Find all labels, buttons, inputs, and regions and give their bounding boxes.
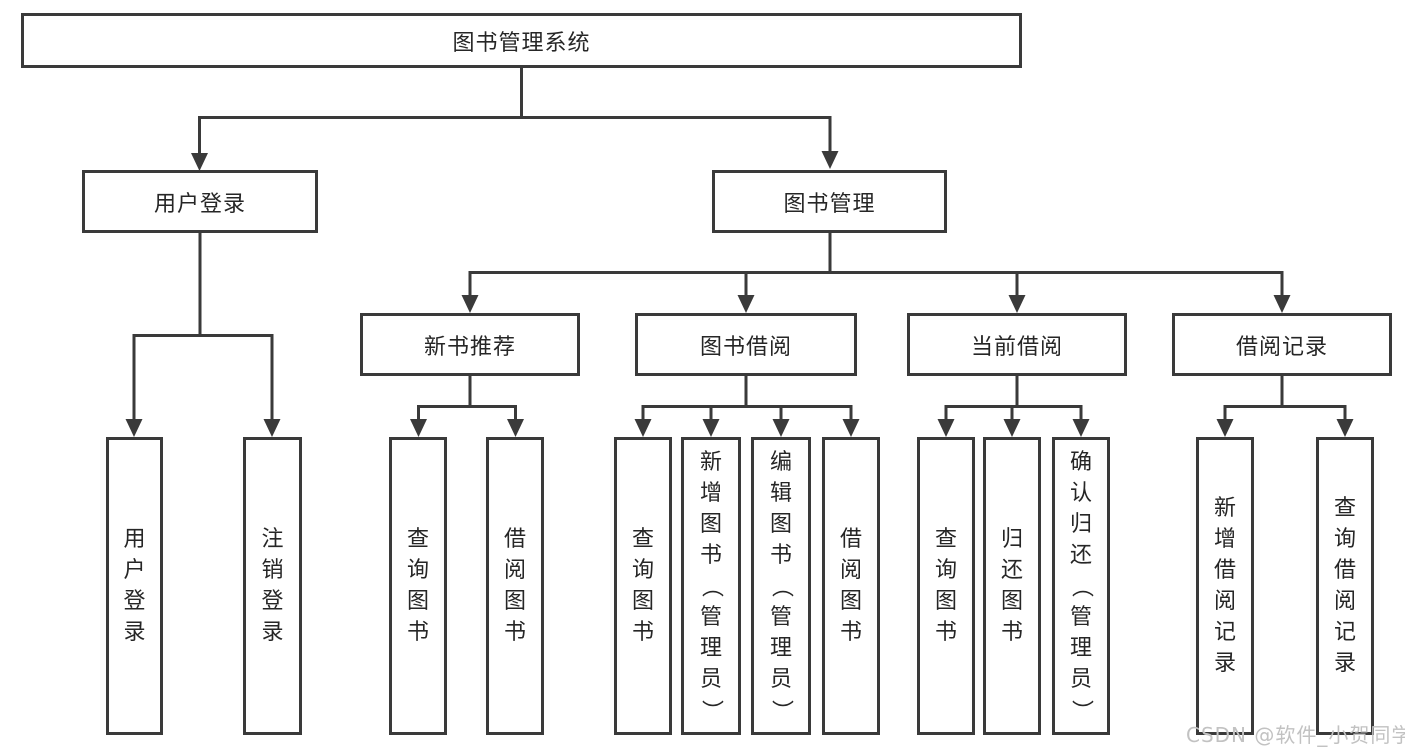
node-new-book-recommend-label: 新书推荐 <box>423 334 516 360</box>
leaf-user-login-label: 用户登录 <box>123 527 146 645</box>
leaf-query-book-1: 查询图书 <box>389 437 447 735</box>
node-user-login-label: 用户登录 <box>153 191 246 217</box>
node-borrow-record: 借阅记录 <box>1172 313 1392 376</box>
node-root-label: 图书管理系统 <box>452 30 591 56</box>
leaf-query-book-2-label: 查询图书 <box>631 527 654 645</box>
leaf-borrow-book-2: 借阅图书 <box>822 437 880 735</box>
leaf-add-borrow-record: 新增借阅记录 <box>1196 437 1254 735</box>
node-current-borrow: 当前借阅 <box>907 313 1127 376</box>
leaf-query-borrow-record: 查询借阅记录 <box>1316 437 1374 735</box>
arrowheads <box>125 151 1354 437</box>
leaf-return-book-label: 归还图书 <box>1000 527 1023 645</box>
leaf-borrow-book-1-label: 借阅图书 <box>503 527 526 645</box>
leaf-add-book-admin: 新增图书（管理员） <box>681 437 741 735</box>
leaf-user-login: 用户登录 <box>106 437 163 735</box>
leaf-confirm-return-admin-label: 确认归还（管理员） <box>1068 449 1094 722</box>
leaf-borrow-book-1: 借阅图书 <box>486 437 544 735</box>
leaf-query-book-3: 查询图书 <box>917 437 975 735</box>
node-new-book-recommend: 新书推荐 <box>360 313 580 376</box>
leaf-query-book-3-label: 查询图书 <box>934 527 957 645</box>
leaf-query-book-1-label: 查询图书 <box>406 527 429 645</box>
leaf-query-book-2: 查询图书 <box>614 437 672 735</box>
leaf-add-book-admin-label: 新增图书（管理员） <box>698 449 724 722</box>
node-current-borrow-label: 当前借阅 <box>970 334 1063 360</box>
node-book-borrow-label: 图书借阅 <box>699 334 792 360</box>
leaf-logout: 注销登录 <box>243 437 302 735</box>
leaf-edit-book-admin: 编辑图书（管理员） <box>751 437 811 735</box>
leaf-borrow-book-2-label: 借阅图书 <box>839 527 862 645</box>
node-borrow-record-label: 借阅记录 <box>1235 334 1328 360</box>
watermark: CSDN @软件_小贺同学 <box>1186 723 1405 747</box>
node-book-management-label: 图书管理 <box>783 191 876 217</box>
connector-strokes <box>132 68 1347 421</box>
leaf-add-borrow-record-label: 新增借阅记录 <box>1213 496 1236 676</box>
leaf-logout-label: 注销登录 <box>261 527 284 645</box>
node-book-borrow: 图书借阅 <box>635 313 857 376</box>
node-user-login: 用户登录 <box>82 170 318 233</box>
leaf-edit-book-admin-label: 编辑图书（管理员） <box>768 449 794 722</box>
leaf-query-borrow-record-label: 查询借阅记录 <box>1333 496 1356 676</box>
node-root: 图书管理系统 <box>21 13 1022 68</box>
leaf-confirm-return-admin: 确认归还（管理员） <box>1052 437 1110 735</box>
node-book-management: 图书管理 <box>712 170 947 233</box>
leaf-return-book: 归还图书 <box>983 437 1041 735</box>
